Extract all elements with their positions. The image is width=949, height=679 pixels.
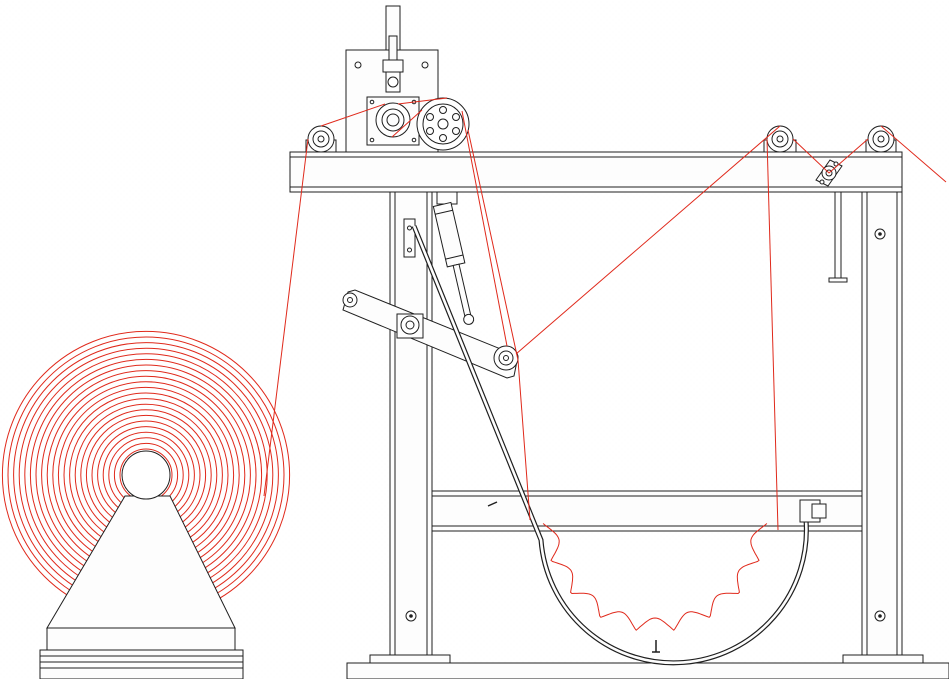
material-web: [263, 97, 947, 631]
machine-frame: [289, 151, 949, 679]
dancer-arm-assembly: [342, 191, 827, 666]
frame-bolts: [405, 228, 886, 622]
coil-stand: [39, 450, 244, 679]
feed-head: [345, 5, 470, 153]
